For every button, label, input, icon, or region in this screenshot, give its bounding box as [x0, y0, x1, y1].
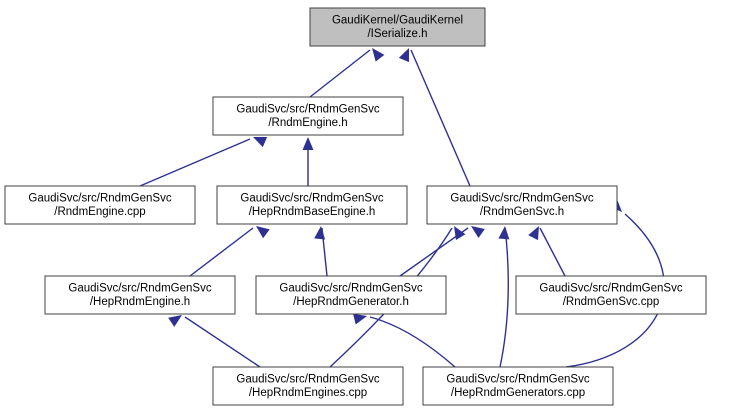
node-box[interactable] — [212, 366, 404, 406]
node-label: GaudiSvc/src/RndmGenSvc/HepRndmGenerator… — [279, 282, 422, 308]
node-label: GaudiSvc/src/RndmGenSvc/RndmGenSvc.cpp — [539, 282, 682, 308]
node-label: GaudiSvc/src/RndmGenSvc/HepRndmBaseEngin… — [240, 192, 383, 218]
node-box[interactable] — [216, 185, 408, 225]
node-label-line2: /RndmGenSvc.cpp — [563, 296, 660, 308]
edge-heprndmengine_h-to-heprndmbaseengine_h — [189, 226, 270, 277]
node-label-line2: /HepRndmEngines.cpp — [249, 387, 367, 399]
edge-rndmgensvc_h-to-iserialize — [398, 48, 471, 187]
edge-arrowhead — [398, 48, 409, 63]
node-label-line2: /HepRndmGenerators.cpp — [451, 387, 585, 399]
node-rndmgensvc_cpp[interactable]: GaudiSvc/src/RndmGenSvc/RndmGenSvc.cpp — [515, 275, 707, 315]
edge-arrowhead — [302, 137, 314, 150]
edge-arrowhead — [471, 226, 485, 238]
edge-rndmengine_cpp-to-rndmengine_h — [139, 137, 268, 187]
node-label-line2: /HepRndmBaseEngine.h — [249, 206, 376, 218]
node-label-line2: /RndmGenSvc.h — [480, 206, 564, 218]
node-label-line2: /HepRndmEngine.h — [90, 296, 190, 308]
node-label-line1: GaudiSvc/src/RndmGenSvc — [236, 103, 379, 115]
node-label-line1: GaudiSvc/src/RndmGenSvc — [279, 282, 422, 294]
edge-heprndmengines_cpp-to-heprndmengine_h — [168, 315, 261, 368]
edge-arrowhead — [353, 313, 367, 325]
node-box[interactable] — [212, 96, 404, 136]
node-box[interactable] — [426, 185, 618, 225]
edge-line — [499, 227, 509, 368]
node-label-line1: GaudiSvc/src/RndmGenSvc — [68, 282, 211, 294]
node-rndmengine_cpp[interactable]: GaudiSvc/src/RndmGenSvc/RndmEngine.cpp — [4, 185, 196, 225]
node-label-line1: GaudiSvc/src/RndmGenSvc — [28, 192, 171, 204]
node-label-line1: GaudiSvc/src/RndmGenSvc — [446, 373, 589, 385]
node-heprndmengine_h[interactable]: GaudiSvc/src/RndmGenSvc/HepRndmEngine.h — [44, 275, 236, 315]
node-label-line1: GaudiSvc/src/RndmGenSvc — [539, 282, 682, 294]
edge-arrowhead — [454, 226, 466, 240]
node-box[interactable] — [4, 185, 196, 225]
edges-layer — [139, 48, 665, 368]
node-box[interactable] — [255, 275, 447, 315]
edge-heprndmbaseengine_h-to-rndmengine_h — [302, 137, 314, 186]
node-label: GaudiSvc/src/RndmGenSvc/HepRndmEngines.c… — [236, 373, 379, 399]
node-rndmengine_h[interactable]: GaudiSvc/src/RndmGenSvc/RndmEngine.h — [212, 96, 404, 136]
edge-rndmgensvc_cpp-to-rndmgensvc_h — [528, 226, 566, 277]
edge-line — [410, 49, 471, 187]
edge-line — [309, 49, 371, 98]
edge-heprndmgenerators_cpp-to-rndmgensvc_h — [498, 226, 510, 368]
node-label-line1: GaudiSvc/src/RndmGenSvc — [240, 192, 383, 204]
node-box[interactable] — [44, 275, 236, 315]
edge-arrowhead — [314, 226, 326, 240]
edge-arrowhead — [372, 48, 385, 62]
nodes-layer: GaudiKernel/GaudiKernel/ISerialize.hGaud… — [4, 7, 707, 406]
node-heprndmbaseengine_h[interactable]: GaudiSvc/src/RndmGenSvc/HepRndmBaseEngin… — [216, 185, 408, 225]
edge-arrowhead — [168, 315, 182, 327]
node-iserialize[interactable]: GaudiKernel/GaudiKernel/ISerialize.h — [309, 7, 486, 47]
node-label: GaudiSvc/src/RndmGenSvc/HepRndmEngine.h — [68, 282, 211, 308]
edge-arrowhead — [528, 226, 539, 241]
node-box[interactable] — [309, 7, 486, 47]
node-label-line1: GaudiSvc/src/RndmGenSvc — [450, 192, 593, 204]
node-heprndmengines_cpp[interactable]: GaudiSvc/src/RndmGenSvc/HepRndmEngines.c… — [212, 366, 404, 406]
node-label-line1: GaudiKernel/GaudiKernel — [332, 14, 463, 26]
node-label: GaudiKernel/GaudiKernel/ISerialize.h — [332, 14, 463, 40]
node-label-line2: /RndmEngine.h — [268, 117, 347, 129]
node-label: GaudiSvc/src/RndmGenSvc/RndmGenSvc.h — [450, 192, 593, 218]
node-box[interactable] — [515, 275, 707, 315]
edge-line — [539, 227, 566, 277]
node-label: GaudiSvc/src/RndmGenSvc/HepRndmGenerator… — [446, 373, 589, 399]
edge-heprndmgenerator_h-to-rndmgensvc_h — [399, 226, 485, 277]
node-label-line2: /RndmEngine.cpp — [54, 206, 145, 218]
node-box[interactable] — [422, 366, 614, 406]
node-heprndmgenerator_h[interactable]: GaudiSvc/src/RndmGenSvc/HepRndmGenerator… — [255, 275, 447, 315]
node-heprndmgenerators_cpp[interactable]: GaudiSvc/src/RndmGenSvc/HepRndmGenerator… — [422, 366, 614, 406]
edge-line — [139, 138, 251, 187]
node-rndmgensvc_h[interactable]: GaudiSvc/src/RndmGenSvc/RndmGenSvc.h — [426, 185, 618, 225]
node-label: GaudiSvc/src/RndmGenSvc/RndmEngine.cpp — [28, 192, 171, 218]
edge-arrowhead — [256, 226, 270, 239]
edge-arrowhead — [498, 226, 510, 240]
edge-line — [189, 227, 254, 277]
node-label-line1: GaudiSvc/src/RndmGenSvc — [236, 373, 379, 385]
edge-line — [369, 316, 456, 368]
edge-rndmengine_h-to-iserialize — [309, 48, 385, 98]
edge-line — [184, 316, 261, 368]
edge-arrowhead — [253, 137, 268, 148]
edge-heprndmgenerators_cpp-to-heprndmgenerator_h — [353, 313, 456, 368]
edge-heprndmgenerator_h-to-heprndmbaseengine_h — [314, 226, 328, 277]
node-label-line2: /ISerialize.h — [367, 28, 427, 40]
node-label: GaudiSvc/src/RndmGenSvc/RndmEngine.h — [236, 103, 379, 129]
node-label-line2: /HepRndmGenerator.h — [293, 296, 409, 308]
